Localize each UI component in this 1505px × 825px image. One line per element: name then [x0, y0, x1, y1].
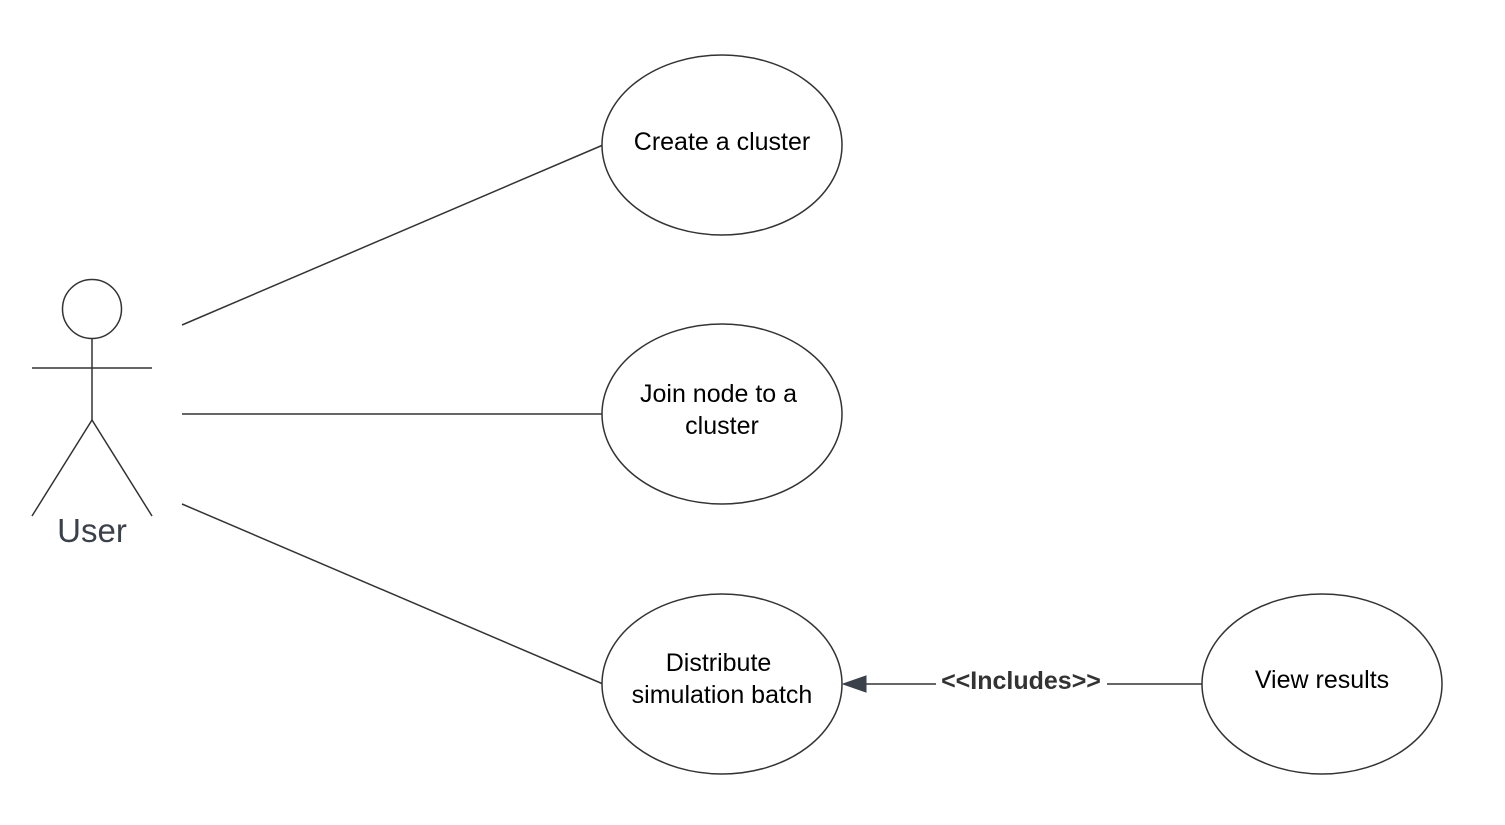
label-line: Create a cluster [634, 128, 810, 156]
includes-relationship[interactable]: <<Includes>> [841, 667, 1202, 695]
actor-label: User [57, 512, 127, 549]
use-case-label: View results [1255, 666, 1389, 694]
actor-right-leg [91, 419, 153, 517]
label-line: cluster [685, 412, 759, 440]
arrowhead-icon [841, 675, 867, 693]
use-case-create-cluster[interactable]: Create a cluster [601, 54, 843, 236]
includes-label: <<Includes>> [941, 667, 1101, 695]
use-case-ellipse [601, 323, 843, 505]
actor-left-leg [31, 419, 93, 517]
use-case-label: Distribute simulation batch [632, 649, 813, 709]
actor-head [61, 278, 123, 340]
use-case-view-results[interactable]: View results [1201, 593, 1443, 775]
label-line: simulation batch [632, 681, 813, 709]
use-case-label: Create a cluster [634, 128, 810, 156]
association-distribute-batch[interactable] [181, 503, 604, 685]
label-line: Join node to a [640, 380, 797, 408]
use-case-label: Join node to a cluster [640, 380, 804, 440]
use-case-ellipse [601, 54, 843, 236]
actor-user[interactable]: User [31, 278, 153, 550]
use-case-distribute-batch[interactable]: Distribute simulation batch [601, 593, 843, 775]
association-create-cluster[interactable] [181, 144, 604, 326]
label-line: View results [1255, 666, 1389, 694]
use-case-join-node[interactable]: Join node to a cluster [601, 323, 843, 505]
use-case-ellipse [1201, 593, 1443, 775]
label-line: Distribute [666, 649, 772, 677]
